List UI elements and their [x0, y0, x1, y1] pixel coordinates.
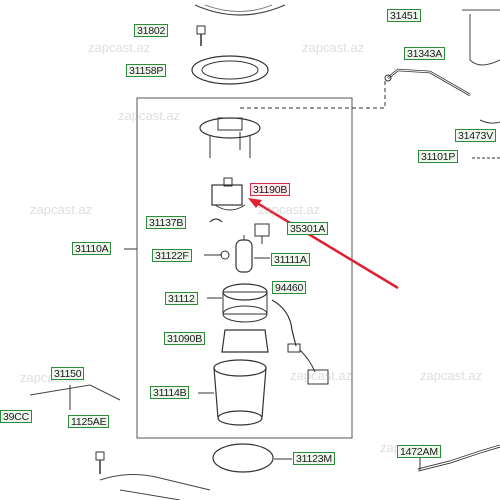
part-label-39cc: 39CC: [0, 410, 33, 423]
part-label-31090b: 31090B: [164, 332, 206, 345]
watermark: zapcast.az: [302, 40, 365, 55]
part-label-31802: 31802: [134, 24, 169, 37]
part-label-31343a: 31343A: [404, 47, 446, 60]
part-label-31158p: 31158P: [126, 64, 167, 77]
red-pointer-arrow: [248, 198, 399, 290]
part-label-31111a: 31111A: [271, 253, 310, 266]
part-label-31150: 31150: [51, 367, 85, 380]
part-label-31190b: 31190B: [250, 183, 291, 196]
plate-ring-31158p: [191, 55, 269, 85]
tank-edge-right: [462, 9, 500, 66]
bolt-31802: [196, 25, 206, 46]
hose-31343a: [384, 68, 471, 97]
watermark: zapcast.az: [290, 368, 353, 383]
part-label-94460: 94460: [272, 281, 307, 294]
watermark: zapcast.az: [118, 108, 181, 123]
pump-motor-31111a: [220, 235, 253, 273]
sender-35301a: [254, 223, 270, 244]
part-label-1472am: 1472AM: [397, 445, 441, 458]
tank-side-right: [479, 119, 500, 124]
tank-outline-top: [194, 4, 286, 16]
hose-1472am-inner: [417, 445, 500, 471]
part-label-31123m: 31123M: [293, 452, 335, 465]
gasket-ring-31123m: [212, 443, 274, 473]
wire-harness-94460: [271, 299, 329, 385]
tank-outline-top-inner: [204, 4, 273, 12]
part-label-35301a: 35301A: [287, 222, 329, 235]
watermark: zapcast.az: [258, 202, 321, 217]
tank-outline-bottom: [29, 384, 211, 500]
filter-31112: [222, 283, 268, 323]
clip-31137b: [209, 218, 223, 223]
part-label-31101p: 31101P: [418, 150, 459, 163]
part-label-31137b: 31137B: [146, 216, 187, 229]
pump-flange: [199, 117, 261, 158]
regulator-31190b: [211, 177, 246, 211]
assembly-frame: [136, 97, 353, 439]
part-label-31110a: 31110A: [72, 242, 112, 255]
part-label-31112: 31112: [165, 292, 198, 305]
watermark: zapcast.az: [88, 40, 151, 55]
reservoir-31114b: [213, 359, 267, 426]
watermark: zapcast.az: [30, 202, 93, 217]
dashed-leader-top: [240, 80, 386, 109]
part-label-1125ae: 1125AE: [68, 415, 110, 428]
watermark: zapcast.az: [420, 368, 483, 383]
part-label-31114b: 31114B: [150, 386, 190, 399]
part-label-31122f: 31122F: [152, 249, 192, 262]
part-label-31473v: 31473V: [455, 129, 497, 142]
part-label-31451: 31451: [387, 9, 422, 22]
bracket-31090b: [221, 329, 269, 353]
bolt-1125ae: [95, 451, 105, 474]
